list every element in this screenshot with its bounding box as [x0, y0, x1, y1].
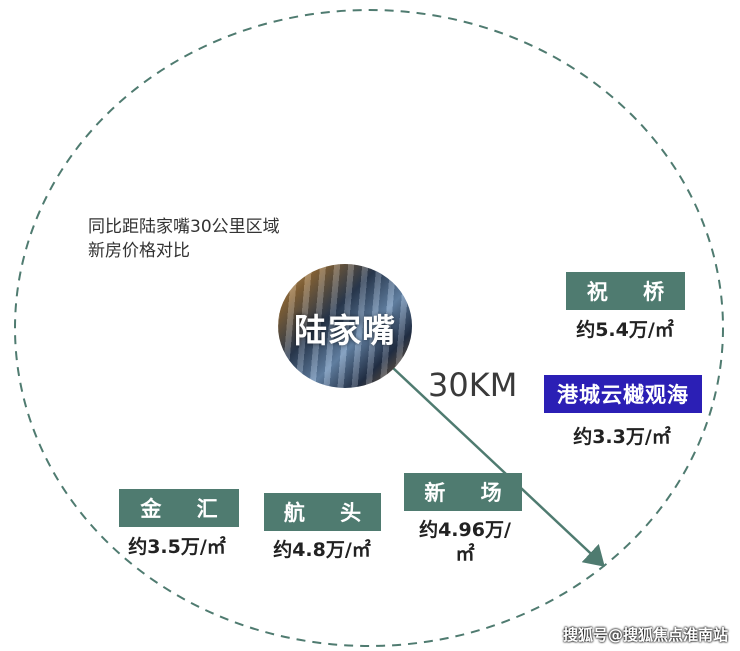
- area-price-zhuqiao: 约5.4万/㎡: [576, 319, 674, 341]
- lujiazui-center-image: 陆家嘴: [278, 264, 412, 388]
- radius-arrow: [392, 367, 605, 567]
- area-box-jinhui: 金 汇: [119, 489, 239, 527]
- area-price-hangtou: 约4.8万/㎡: [273, 539, 371, 561]
- area-box-hangtou: 航 头: [264, 493, 381, 531]
- caption-line-1: 同比距陆家嘴30公里区域: [88, 217, 280, 237]
- area-box-zhuqiao: 祝 桥: [566, 272, 685, 310]
- area-name-hangtou: 航 头: [283, 501, 376, 525]
- area-name-gangcheng: 港城云樾观海: [557, 383, 689, 407]
- area-price-jinhui: 约3.5万/㎡: [128, 536, 226, 558]
- area-price-xinchang-line2: ㎡: [455, 543, 475, 565]
- radius-label: 30KM: [428, 366, 518, 404]
- area-price-xinchang: 约4.96万/ ㎡: [400, 518, 530, 566]
- area-box-gangcheng: 港城云樾观海: [544, 375, 702, 413]
- skyline-image: [278, 264, 412, 388]
- center-label: 陆家嘴: [294, 311, 396, 350]
- radius-circle: [14, 9, 724, 647]
- area-price-xinchang-line1: 约4.96万/: [419, 519, 511, 541]
- area-name-jinhui: 金 汇: [140, 497, 232, 521]
- comparison-caption: 同比距陆家嘴30公里区域 新房价格对比: [88, 215, 280, 263]
- watermark: 搜狐号@搜狐焦点淮南站: [562, 626, 728, 644]
- area-box-xinchang: 新 场: [404, 473, 522, 511]
- area-name-zhuqiao: 祝 桥: [586, 280, 679, 304]
- area-price-gangcheng: 约3.3万/㎡: [573, 426, 671, 448]
- area-name-xinchang: 新 场: [424, 481, 516, 505]
- caption-line-2: 新房价格对比: [88, 241, 190, 261]
